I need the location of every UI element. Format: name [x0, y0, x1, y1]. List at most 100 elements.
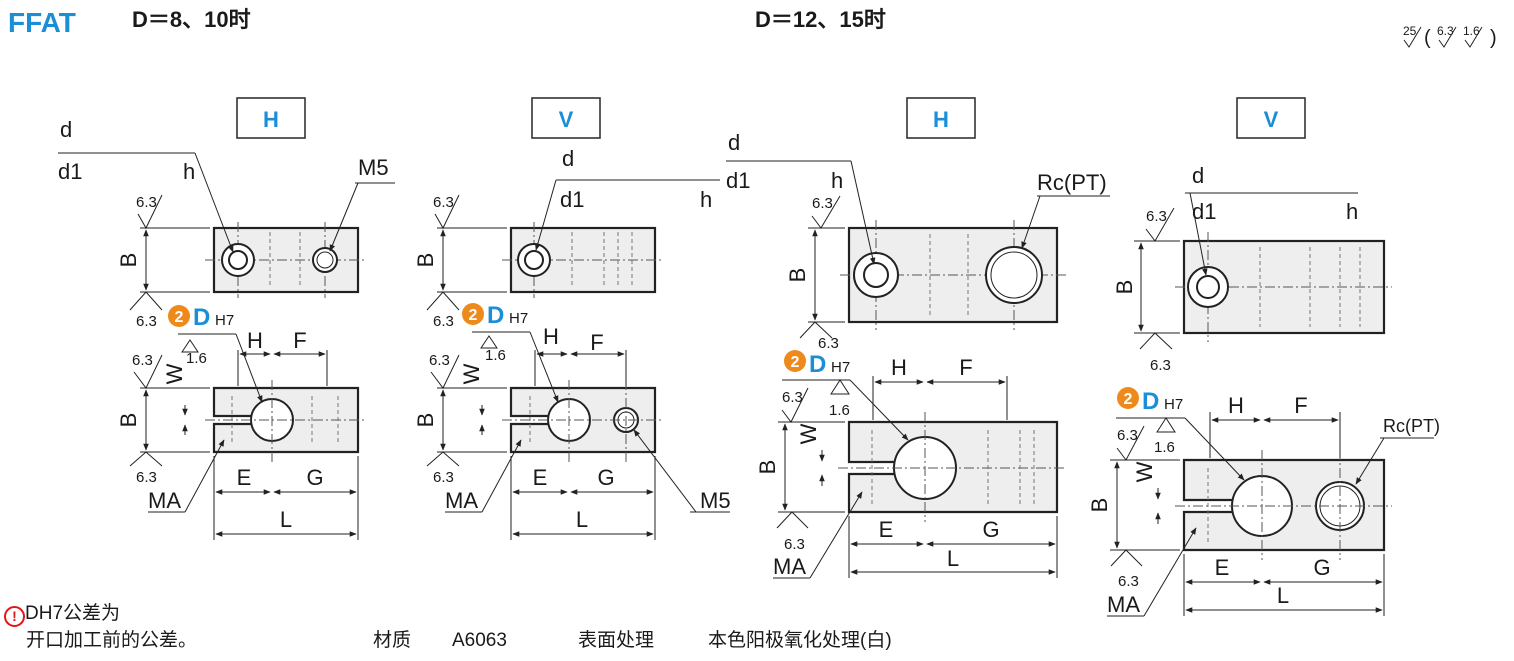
view-box-h-large: H: [906, 97, 976, 139]
surface-label: 表面处理: [578, 630, 655, 651]
svg-text:L: L: [1277, 583, 1289, 608]
svg-text:H7: H7: [215, 312, 234, 329]
svg-text:1.6: 1.6: [829, 402, 850, 419]
tolerance-line-2: 开口加工前的公差。: [26, 630, 198, 651]
svg-text:E: E: [879, 517, 894, 542]
drawing-small-h: d d1 h M5 B 6.3 6.3 W B 6.3: [58, 117, 395, 540]
svg-text:D: D: [1142, 388, 1159, 415]
svg-text:V: V: [559, 107, 574, 132]
svg-text:B: B: [116, 253, 141, 268]
svg-text:6.3: 6.3: [136, 469, 157, 486]
svg-text:6.3: 6.3: [812, 195, 833, 212]
svg-text:6.3: 6.3: [1118, 573, 1139, 590]
svg-text:M5: M5: [358, 155, 389, 180]
svg-text:W: W: [1132, 461, 1157, 482]
drawing-small-v: d d1 h B 6.3 6.3 W B 6.3 6.3 2 D H7: [413, 146, 731, 540]
svg-text:2: 2: [175, 309, 184, 326]
svg-text:6.3: 6.3: [429, 352, 450, 369]
svg-text:W: W: [459, 363, 484, 384]
view-box-v-large: V: [1236, 97, 1306, 139]
svg-text:d: d: [728, 130, 740, 155]
svg-text:H: H: [1228, 393, 1244, 418]
svg-text:2: 2: [469, 307, 478, 324]
svg-text:B: B: [1112, 280, 1137, 295]
svg-text:W: W: [162, 363, 187, 384]
svg-text:E: E: [1215, 555, 1230, 580]
svg-text:h: h: [831, 168, 843, 193]
svg-text:F: F: [590, 330, 603, 355]
svg-text:H: H: [933, 107, 949, 132]
svg-text:B: B: [413, 253, 438, 268]
svg-text:G: G: [1313, 555, 1330, 580]
svg-text:MA: MA: [773, 554, 806, 579]
svg-text:Rc(PT): Rc(PT): [1383, 416, 1440, 436]
svg-text:B: B: [1087, 498, 1112, 513]
view-box-h-small: H: [236, 97, 306, 139]
svg-text:H: H: [543, 324, 559, 349]
svg-text:): ): [1490, 27, 1497, 49]
svg-text:H: H: [247, 328, 263, 353]
svg-text:d1: d1: [58, 159, 82, 184]
svg-text:1.6: 1.6: [1154, 439, 1175, 456]
svg-text:G: G: [982, 517, 999, 542]
svg-text:d1: d1: [726, 168, 750, 193]
svg-text:6.3: 6.3: [1117, 427, 1138, 444]
group-label-small: D＝8、10时: [132, 7, 251, 32]
svg-text:F: F: [293, 328, 306, 353]
tolerance-line-1: DH7公差为: [25, 603, 121, 624]
svg-text:B: B: [116, 413, 141, 428]
svg-text:d1: d1: [1192, 199, 1216, 224]
svg-text:MA: MA: [445, 488, 478, 513]
svg-text:6.3: 6.3: [433, 469, 454, 486]
svg-text:6.3: 6.3: [132, 352, 153, 369]
svg-text:6.3: 6.3: [1146, 208, 1167, 225]
svg-text:E: E: [237, 465, 252, 490]
svg-text:6.3: 6.3: [1150, 357, 1171, 374]
svg-text:L: L: [280, 507, 292, 532]
svg-text:6.3: 6.3: [136, 194, 157, 211]
svg-text:D: D: [809, 351, 826, 378]
svg-text:F: F: [1294, 393, 1307, 418]
tolerance-note: !DH7公差为: [4, 603, 120, 627]
svg-text:L: L: [576, 507, 588, 532]
svg-text:25: 25: [1403, 24, 1417, 38]
warning-icon: !: [4, 606, 25, 627]
drawing-large-h: d d1 h Rc(PT) B 6.3 6.3 W B 6.3 6.3: [726, 130, 1110, 579]
svg-text:1.6: 1.6: [1463, 24, 1480, 38]
svg-text:B: B: [785, 268, 810, 283]
svg-text:B: B: [755, 460, 780, 475]
svg-text:H7: H7: [831, 359, 850, 376]
svg-text:h: h: [183, 159, 195, 184]
svg-text:B: B: [413, 413, 438, 428]
svg-text:D: D: [193, 304, 210, 331]
svg-text:2: 2: [791, 354, 800, 371]
svg-text:D: D: [487, 302, 504, 329]
svg-text:d: d: [1192, 163, 1204, 188]
svg-text:d1: d1: [560, 187, 584, 212]
svg-text:d: d: [562, 146, 574, 171]
material-value: A6063: [452, 630, 507, 651]
svg-text:M5: M5: [700, 488, 731, 513]
svg-text:6.3: 6.3: [433, 194, 454, 211]
svg-text:d: d: [60, 117, 72, 142]
svg-text:H: H: [891, 355, 907, 380]
svg-text:H: H: [263, 107, 279, 132]
svg-text:6.3: 6.3: [818, 335, 839, 352]
svg-text:h: h: [700, 187, 712, 212]
roughness-symbol-header: 25 ( 6.3 1.6 ): [1403, 24, 1497, 49]
svg-text:G: G: [306, 465, 323, 490]
material-label: 材质: [373, 630, 412, 651]
svg-text:F: F: [959, 355, 972, 380]
svg-text:1.6: 1.6: [186, 350, 207, 367]
svg-text:(: (: [1424, 27, 1431, 49]
view-box-v-small: V: [531, 97, 601, 139]
svg-text:6.3: 6.3: [1437, 24, 1454, 38]
svg-text:MA: MA: [148, 488, 181, 513]
svg-text:V: V: [1264, 107, 1279, 132]
svg-text:Rc(PT): Rc(PT): [1037, 170, 1107, 195]
product-code: FFAT: [8, 7, 76, 38]
svg-text:W: W: [796, 423, 821, 444]
group-label-large: D＝12、15时: [755, 7, 886, 32]
drawing-large-v: d d1 h B 6.3 6.3 W B 6.3 6.3 2 D H7: [1087, 163, 1440, 617]
